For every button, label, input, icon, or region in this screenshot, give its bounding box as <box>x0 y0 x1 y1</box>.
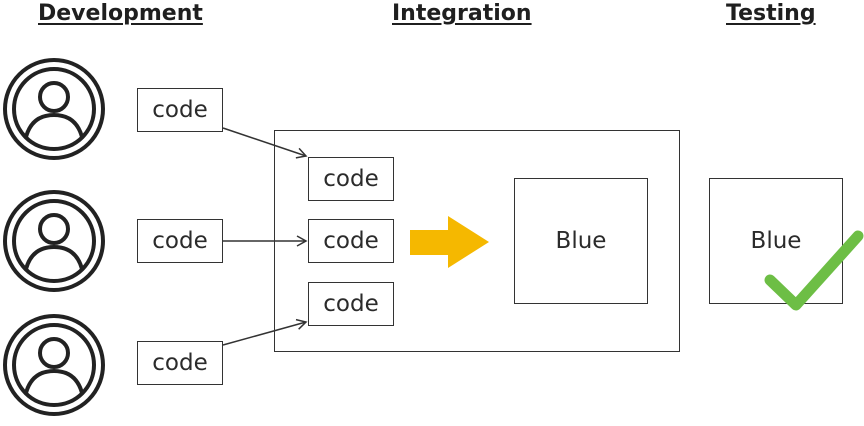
user-avatar-icon <box>3 58 105 160</box>
heading-integration: Integration <box>392 1 532 26</box>
testing-build-box: Blue <box>709 178 843 304</box>
dev-code-box: code <box>137 88 223 132</box>
integration-code-box: code <box>308 219 394 263</box>
integration-code-box: code <box>308 157 394 201</box>
user-avatar-icon <box>3 314 105 416</box>
heading-development: Development <box>38 1 203 26</box>
integrated-build-box: Blue <box>514 178 648 304</box>
user-avatar-icon <box>3 190 105 292</box>
heading-testing: Testing <box>726 1 816 26</box>
dev-code-box: code <box>137 219 223 263</box>
integration-code-box: code <box>308 282 394 326</box>
dev-code-box: code <box>137 341 223 385</box>
